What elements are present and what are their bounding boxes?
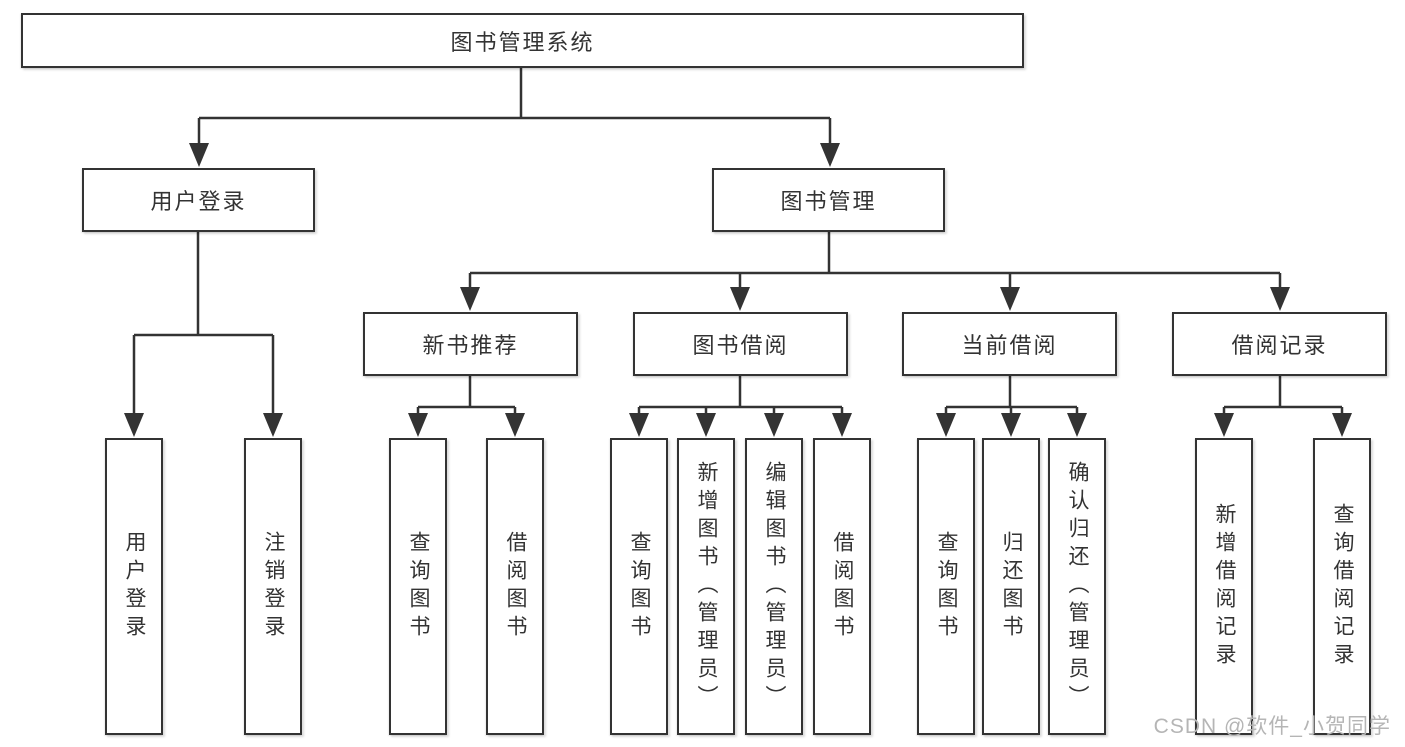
- leaf-query-books-recommend: 查询图书: [389, 438, 447, 735]
- node-user-login: 用户登录: [82, 168, 315, 232]
- node-current-borrowing: 当前借阅: [902, 312, 1117, 376]
- leaf-label: 用户登录: [123, 530, 146, 643]
- leaf-label: 注销登录: [262, 530, 285, 643]
- node-new-book-recommendation: 新书推荐: [363, 312, 578, 376]
- node-label: 用户登录: [150, 189, 247, 214]
- leaf-label: 归还图书: [1000, 530, 1023, 643]
- leaf-query-books-current: 查询图书: [917, 438, 975, 735]
- leaf-confirm-return-admin: 确认归还（管理员）: [1048, 438, 1106, 735]
- leaf-query-books-borrowing: 查询图书: [610, 438, 668, 735]
- leaf-edit-books-admin: 编辑图书（管理员）: [745, 438, 803, 735]
- arrowheads: [124, 143, 1352, 437]
- leaf-borrow-books: 借阅图书: [813, 438, 871, 735]
- leaf-label: 借阅图书: [831, 530, 854, 643]
- leaf-label: 新增图书（管理员）: [695, 460, 718, 713]
- node-label: 图书借阅: [692, 333, 789, 358]
- node-library-management-system: 图书管理系统: [21, 13, 1024, 68]
- leaf-query-borrowing-record: 查询借阅记录: [1313, 438, 1371, 735]
- node-book-management: 图书管理: [712, 168, 945, 232]
- leaf-label: 编辑图书（管理员）: [763, 460, 786, 713]
- node-label: 图书管理系统: [450, 29, 595, 55]
- node-label: 借阅记录: [1231, 333, 1328, 358]
- leaf-logout: 注销登录: [244, 438, 302, 735]
- leaf-label: 借阅图书: [504, 530, 527, 643]
- leaf-add-books-admin: 新增图书（管理员）: [677, 438, 735, 735]
- node-label: 图书管理: [780, 189, 877, 214]
- leaf-return-books: 归还图书: [982, 438, 1040, 735]
- leaf-user-login: 用户登录: [105, 438, 163, 735]
- leaf-add-borrowing-record: 新增借阅记录: [1195, 438, 1253, 735]
- leaf-label: 确认归还（管理员）: [1066, 460, 1089, 713]
- leaf-label: 新增借阅记录: [1213, 502, 1236, 671]
- leaf-label: 查询图书: [407, 530, 430, 643]
- leaf-label: 查询图书: [935, 530, 958, 643]
- node-label: 新书推荐: [422, 333, 519, 358]
- leaf-label: 查询图书: [628, 530, 651, 643]
- csdn-watermark: CSDN @软件_小贺同学: [1153, 715, 1391, 738]
- leaf-borrow-books-recommend: 借阅图书: [486, 438, 544, 735]
- node-book-borrowing: 图书借阅: [633, 312, 848, 376]
- node-label: 当前借阅: [961, 333, 1058, 358]
- node-borrowing-records: 借阅记录: [1172, 312, 1387, 376]
- leaf-label: 查询借阅记录: [1331, 502, 1354, 671]
